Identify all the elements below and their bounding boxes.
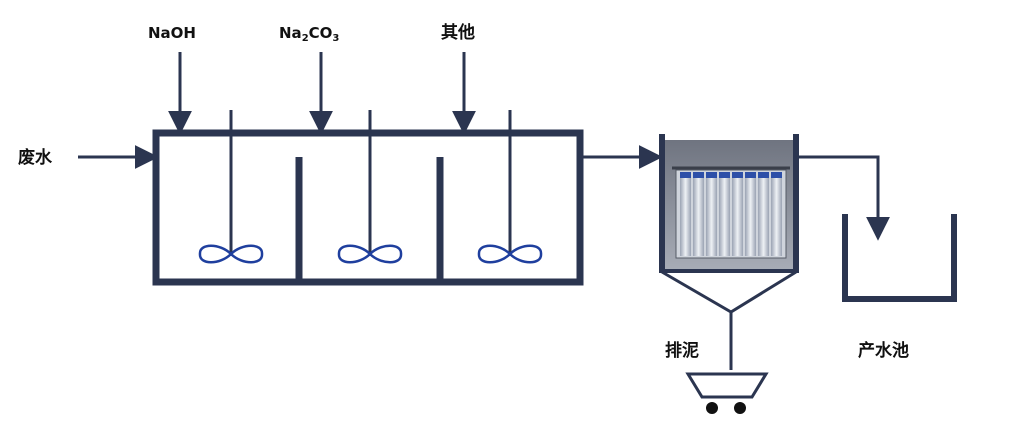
sludge-discharge-label: 排泥	[665, 340, 699, 361]
wastewater-label: 废水	[18, 147, 53, 168]
agitator-3	[477, 110, 543, 264]
impeller-icon	[477, 244, 543, 264]
naoh-label: NaOH	[148, 24, 196, 42]
agitator-1	[198, 110, 264, 264]
impeller-icon	[337, 244, 403, 264]
product-water-pool	[842, 214, 957, 302]
product-water-arrow	[799, 155, 890, 241]
other-chemicals-label: 其他	[441, 22, 475, 43]
agitator-2	[337, 110, 403, 264]
reaction-tank	[152, 129, 584, 286]
na2co3-label: Na2CO3	[279, 24, 339, 44]
membrane-tubes	[680, 176, 782, 256]
membrane-tube-caps	[680, 172, 782, 178]
membrane-module	[675, 169, 787, 259]
sludge-hopper	[661, 270, 797, 314]
impeller-icon	[198, 244, 264, 264]
sludge-cart-icon	[685, 372, 769, 414]
product-pool-label: 产水池	[858, 340, 909, 361]
membrane-tank	[659, 134, 799, 314]
